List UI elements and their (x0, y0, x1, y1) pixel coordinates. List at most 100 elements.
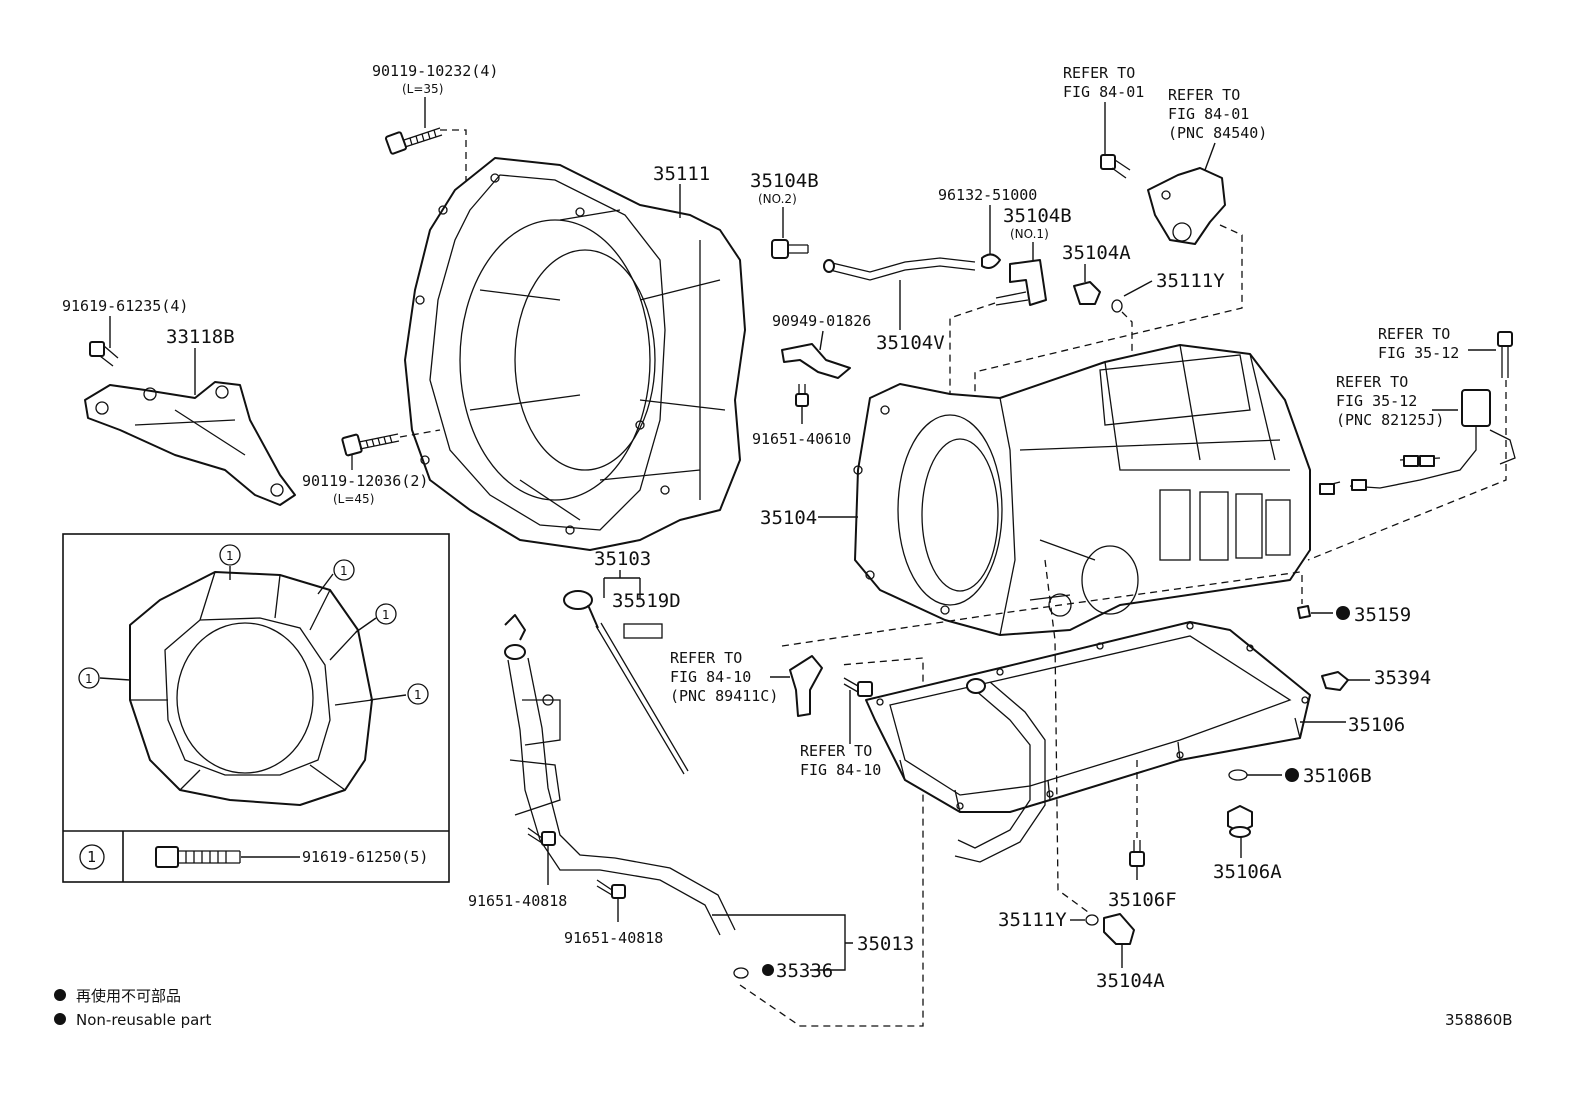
label-35394: 35394 (1374, 667, 1431, 689)
union-35104b-no1[interactable] (995, 259, 1047, 306)
label-96132-51000: 96132-51000 (938, 186, 1037, 204)
o-ring-35336[interactable] (733, 967, 749, 979)
label-35104v: 35104V (876, 332, 945, 354)
legend-non-reusable-en: Non-reusable part (76, 1011, 211, 1029)
label-refer-a-line2: FIG 84-01 (1063, 83, 1144, 101)
label-35103: 35103 (594, 548, 651, 570)
label-l35: (L=35) (402, 82, 443, 96)
bolt-91651-40818-b[interactable] (596, 879, 626, 899)
label-35104a-top: 35104A (1062, 242, 1131, 264)
label-35106a: 35106A (1213, 861, 1282, 883)
inset-callout-key-text: 1 (87, 848, 96, 866)
label-91651-40818-b: 91651-40818 (564, 929, 663, 947)
union-35104b-no2[interactable] (771, 239, 809, 259)
label-no2: (NO.2) (758, 192, 797, 206)
label-35336: 35336 (776, 960, 833, 982)
legend-dot-en (54, 1013, 66, 1025)
label-refer-c-line2: FIG 35-12 (1378, 344, 1459, 362)
bolt-90119-10232[interactable] (384, 127, 443, 155)
bracket-90949-01826[interactable] (781, 343, 851, 379)
bolt-91619-61250[interactable] (155, 846, 241, 868)
label-35104: 35104 (760, 507, 817, 529)
non-reusable-dot-35106b (1285, 768, 1299, 782)
label-35104b-no2: 35104B (750, 170, 819, 192)
label-91651-40818-a: 91651-40818 (468, 892, 567, 910)
label-refer-f-line2: FIG 84-10 (800, 761, 881, 779)
svg-text:1: 1 (340, 564, 348, 578)
dipstick-label-tag (623, 623, 663, 639)
non-reusable-dot-35336 (762, 964, 774, 976)
label-refer-f-line1: REFER TO (800, 742, 872, 760)
gasket-35106b[interactable] (1228, 769, 1248, 781)
plug-35159[interactable] (1297, 605, 1311, 619)
label-refer-e-line3: (PNC 89411C) (670, 687, 778, 705)
label-35159: 35159 (1354, 604, 1411, 626)
label-35013: 35013 (857, 933, 914, 955)
label-no1: (NO.1) (1010, 227, 1049, 241)
label-refer-a-line1: REFER TO (1063, 64, 1135, 82)
label-35106b: 35106B (1303, 765, 1372, 787)
filler-tube-35013[interactable] (504, 614, 736, 936)
dipstick-35103[interactable] (563, 590, 689, 775)
transmission-case-35104[interactable] (853, 344, 1311, 636)
drain-plug-35106a[interactable] (1227, 805, 1253, 838)
bolt-91651-40818-a[interactable] (527, 827, 556, 846)
label-35519d: 35519D (612, 590, 681, 612)
legend-non-reusable-jp: 再使用不可部品 (76, 987, 181, 1005)
oil-pan-35106[interactable] (865, 621, 1311, 863)
bolt-refer-fig-84-01[interactable] (1100, 154, 1131, 179)
label-33118b: 33118B (166, 326, 235, 348)
harness-pnc-82125j[interactable] (1319, 389, 1516, 495)
inset-callouts: 1 1 1 1 1 (78, 544, 429, 705)
svg-text:1: 1 (226, 549, 234, 563)
label-refer-c-line1: REFER TO (1378, 325, 1450, 343)
label-l45: (L=45) (333, 492, 374, 506)
svg-text:1: 1 (85, 672, 93, 686)
non-reusable-dot-35159 (1336, 606, 1350, 620)
label-35111: 35111 (653, 163, 710, 185)
label-35111y-bottom: 35111Y (998, 909, 1067, 931)
label-90949-01826: 90949-01826 (772, 312, 871, 330)
union-35104a-top[interactable] (1073, 281, 1101, 305)
o-ring-35111y-bottom[interactable] (1085, 914, 1099, 926)
label-35104a-bottom: 35104A (1096, 970, 1165, 992)
bolt-35106f[interactable] (1129, 840, 1145, 867)
bracket-33118b[interactable] (84, 381, 296, 506)
label-35111y-top: 35111Y (1156, 270, 1225, 292)
label-refer-e-line1: REFER TO (670, 649, 742, 667)
inset-box: 1 1 1 1 1 1 91619-61250(5) (62, 533, 450, 883)
inset-housing-outline (129, 571, 373, 806)
bell-housing-35111[interactable] (404, 157, 746, 551)
label-35106: 35106 (1348, 714, 1405, 736)
label-refer-b-line3: (PNC 84540) (1168, 124, 1267, 142)
label-91619-61235: 91619-61235(4) (62, 297, 188, 315)
svg-text:1: 1 (414, 688, 422, 702)
bolt-91651-40610[interactable] (795, 384, 809, 407)
sensor-pnc-84540[interactable] (1147, 167, 1226, 245)
o-ring-35111y-top[interactable] (1111, 299, 1123, 313)
bolt-91619-61235[interactable] (89, 341, 119, 367)
label-refer-e-line2: FIG 84-10 (670, 668, 751, 686)
label-refer-b-line1: REFER TO (1168, 86, 1240, 104)
bolt-refer-fig-84-10[interactable] (843, 677, 873, 697)
label-35106f: 35106F (1108, 889, 1177, 911)
label-refer-d-line3: (PNC 82125J) (1336, 411, 1444, 429)
figure-code: 358860B (1445, 1011, 1513, 1029)
sensor-pnc-89411c[interactable] (789, 655, 823, 717)
bolt-refer-fig-35-12[interactable] (1497, 331, 1513, 378)
label-90119-10232: 90119-10232(4) (372, 62, 498, 80)
label-35104b-no1: 35104B (1003, 205, 1072, 227)
label-91619-61250: 91619-61250(5) (302, 848, 428, 866)
label-refer-b-line2: FIG 84-01 (1168, 105, 1249, 123)
bolt-90119-12036[interactable] (341, 433, 400, 470)
label-refer-d-line1: REFER TO (1336, 373, 1408, 391)
union-35104a-bottom[interactable] (1103, 913, 1135, 945)
label-91651-40610: 91651-40610 (752, 430, 851, 448)
magnet-35394[interactable] (1321, 671, 1349, 691)
label-90119-12036: 90119-12036(2) (302, 472, 428, 490)
hose-35104v[interactable] (823, 257, 976, 281)
legend-dot-jp (54, 989, 66, 1001)
clip-96132-51000[interactable] (981, 253, 1001, 269)
label-refer-d-line2: FIG 35-12 (1336, 392, 1417, 410)
